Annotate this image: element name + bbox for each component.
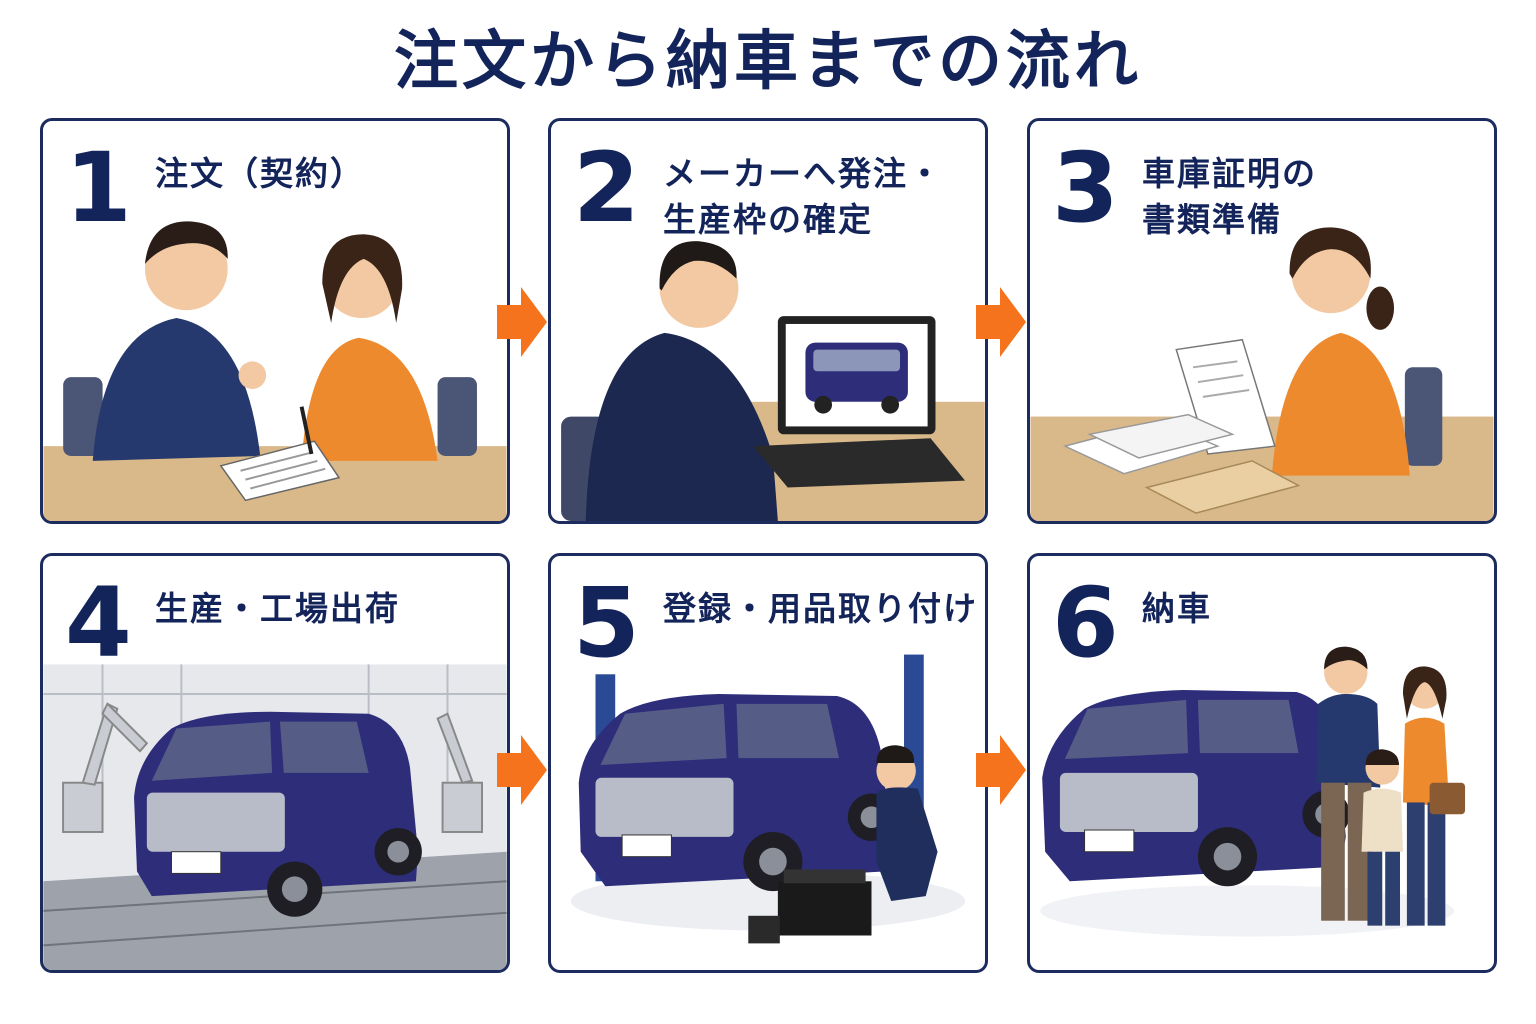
step-number-3: 3	[1052, 132, 1119, 244]
step-label-3: 車庫証明の 書類準備	[1142, 154, 1317, 239]
contract-scene-illustration	[43, 221, 507, 521]
documents-scene-illustration	[1030, 227, 1494, 521]
step-card-5: 5 登録・用品取り付け	[548, 553, 988, 973]
step-label-6: 納車	[1142, 589, 1212, 628]
step-label-5: 登録・用品取り付け	[663, 589, 978, 628]
step-number-6: 6	[1052, 567, 1119, 679]
step-label-2: メーカーへ発注・ 生産枠の確定	[663, 154, 943, 239]
step-card-6: 6 納車	[1027, 553, 1497, 973]
step-card-3: 3 車庫証明の 書類準備	[1027, 118, 1497, 524]
arrow-right-icon	[497, 287, 547, 357]
arrow-right-icon	[976, 735, 1026, 805]
step-label-4: 生産・工場出荷	[155, 589, 400, 628]
order-scene-illustration	[561, 241, 985, 521]
step-card-1: 1 注文（契約）	[40, 118, 510, 524]
step-label-1: 注文（契約）	[155, 154, 365, 193]
delivery-scene-illustration	[1040, 646, 1466, 937]
factory-scene-illustration	[43, 664, 507, 970]
registration-scene-illustration	[570, 654, 966, 944]
step-card-2: 2 メーカーへ発注・ 生産枠の確定	[548, 118, 988, 524]
arrow-right-icon	[497, 735, 547, 805]
page-title: 注文から納車までの流れ	[394, 25, 1142, 99]
step-number-5: 5	[573, 567, 640, 679]
step-number-1: 1	[65, 132, 132, 244]
step-card-4: 4 生産・工場出荷	[40, 553, 510, 973]
step-number-4: 4	[65, 567, 132, 679]
arrow-right-icon	[976, 287, 1026, 357]
step-number-2: 2	[573, 132, 640, 244]
